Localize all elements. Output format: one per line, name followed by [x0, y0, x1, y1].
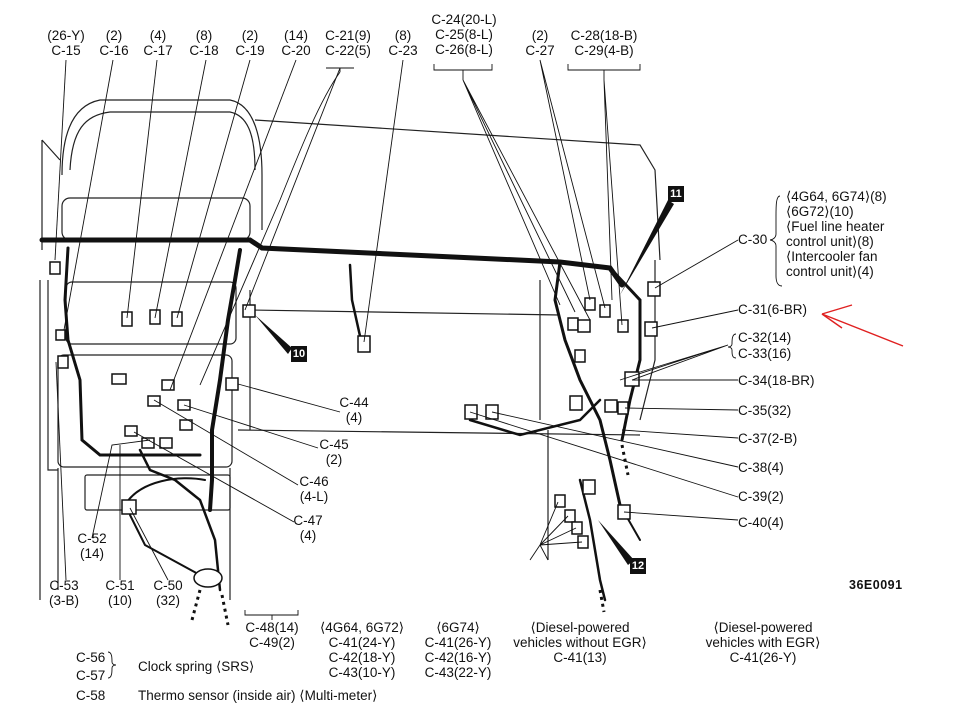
- label-c28-c29: C-28(18-B)C-29(4-B): [570, 28, 638, 58]
- label-c33: C-33(16): [738, 346, 792, 361]
- label-c38: C-38(4): [738, 460, 784, 475]
- label-c30: C-30: [738, 232, 768, 247]
- label-c52: C-52(14): [77, 531, 107, 561]
- label-c21-c22: C-21(9)C-22(5): [325, 28, 371, 58]
- label-c51: C-51(10): [105, 578, 135, 608]
- label-c37: C-37(2-B): [738, 431, 798, 446]
- label-c50: C-50(32): [153, 578, 183, 608]
- label-c34: C-34(18-BR): [738, 373, 815, 388]
- marker-11: 11: [668, 186, 684, 202]
- label-c39: C-39(2): [738, 489, 784, 504]
- variant-6g74: ⟨6G74⟩C-41(26-Y)C-42(16-Y)C-43(22-Y): [424, 620, 492, 680]
- legend-thermo-sensor: Thermo sensor (inside air) ⟨Multi-meter⟩: [138, 688, 378, 703]
- label-c20: (14)C-20: [281, 28, 311, 58]
- label-c23: (8)C-23: [388, 28, 418, 58]
- label-c27: (2)C-27: [525, 28, 555, 58]
- dashboard-outline: [39, 99, 661, 600]
- label-c30-notes: ⟨4G64, 6G74⟩(8) ⟨6G72⟩(10) ⟨Fuel line he…: [786, 189, 887, 279]
- figure-code: 36E0091: [849, 578, 903, 592]
- legend-c56: C-56: [76, 650, 106, 665]
- marker-pointers: [255, 200, 674, 565]
- harness-tails: [190, 444, 630, 626]
- marker-12: 12: [630, 558, 646, 574]
- label-c48-c49: C-48(14)C-49(2): [245, 620, 299, 650]
- label-c18: (8)C-18: [189, 28, 219, 58]
- label-c46: C-46(4-L): [299, 474, 329, 504]
- marker-10: 10: [291, 346, 307, 362]
- red-annotation-arrow: [821, 304, 904, 347]
- label-c31: C-31(6-BR): [738, 302, 808, 317]
- label-c47: C-47(4): [293, 513, 323, 543]
- label-c17: (4)C-17: [143, 28, 173, 58]
- label-c35: C-35(32): [738, 403, 792, 418]
- braces: [107, 195, 783, 679]
- connectors: [49, 261, 661, 588]
- legend-c58: C-58: [76, 688, 106, 703]
- label-c53: C-53(3-B): [49, 578, 79, 608]
- label-c15: (26-Y)C-15: [47, 28, 85, 58]
- label-c16: (2)C-16: [99, 28, 129, 58]
- label-c19: (2)C-19: [235, 28, 265, 58]
- legend-clock-spring: Clock spring ⟨SRS⟩: [138, 659, 255, 674]
- label-c40: C-40(4): [738, 515, 784, 530]
- label-c45: C-45(2): [319, 437, 349, 467]
- label-c44: C-44(4): [339, 395, 369, 425]
- leader-lines: [54, 59, 739, 620]
- variant-4g64-6g72: ⟨4G64, 6G72⟩C-41(24-Y)C-42(18-Y)C-43(10-…: [319, 620, 405, 680]
- legend-c57: C-57: [76, 668, 106, 683]
- label-c24-c26: C-24(20-L)C-25(8-L)C-26(8-L): [431, 12, 497, 57]
- label-c32: C-32(14): [738, 330, 792, 345]
